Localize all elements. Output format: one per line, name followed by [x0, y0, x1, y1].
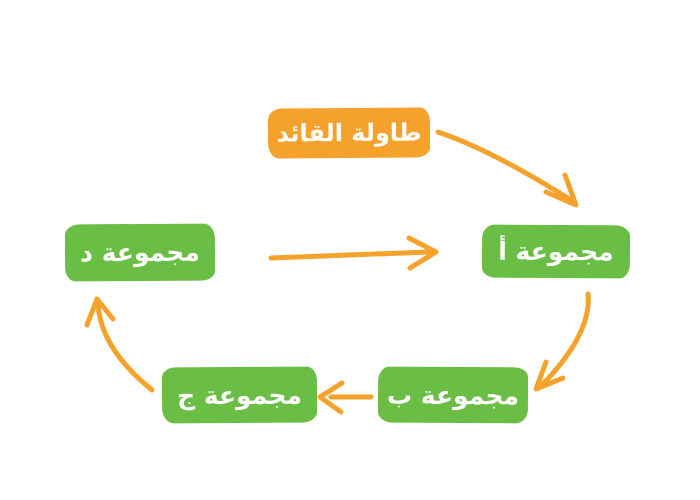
arrow-group-d-to-group-a: [268, 235, 439, 271]
node-group-b-label: مجموعة ب: [386, 380, 520, 410]
node-group-c: مجموعة ج: [161, 366, 318, 424]
arrow-group-c-to-group-d: [84, 296, 155, 393]
arrow-group-b-to-group-c: [317, 380, 374, 415]
arrow-group-a-to-group-b: [533, 291, 591, 392]
node-group-d: مجموعة د: [64, 223, 216, 282]
node-group-d-label: مجموعة د: [80, 237, 200, 268]
node-leader-table: طاولة القائد: [267, 107, 431, 159]
node-group-c-label: مجموعة ج: [176, 380, 303, 410]
node-leader-table-label: طاولة القائد: [276, 118, 422, 148]
arrow-leader-to-group-a: [435, 129, 579, 208]
node-group-a: مجموعة أ: [481, 224, 631, 279]
node-group-a-label: مجموعة أ: [498, 236, 614, 267]
node-group-b: مجموعة ب: [377, 366, 529, 424]
